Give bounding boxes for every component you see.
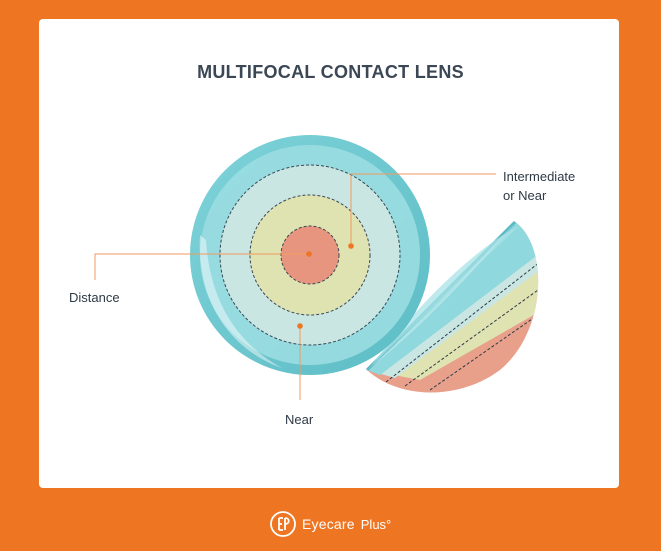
- label-distance: Distance: [69, 290, 120, 305]
- side-dash-2: [404, 284, 539, 387]
- leader-distance: [94, 253, 309, 280]
- brand-plus: Plus°: [360, 516, 392, 532]
- label-intermediate: Intermediate or Near: [503, 167, 575, 205]
- dot-intermediate: [348, 243, 354, 249]
- label-intermediate-line1: Intermediate: [503, 169, 576, 184]
- leader-intermediate: [350, 173, 496, 246]
- dot-distance: [306, 251, 312, 257]
- brand-name: Eyecare: [302, 516, 355, 532]
- dot-near: [297, 323, 303, 329]
- side-lens-face: [371, 226, 519, 366]
- side-dash-1: [385, 261, 539, 383]
- eyecare-logo-icon: [270, 511, 296, 537]
- footer-logo: Eyecare Plus°: [270, 510, 391, 538]
- side-rim-band: [367, 222, 539, 375]
- lens-highlight: [199, 235, 282, 368]
- side-dash-3: [429, 309, 539, 391]
- label-intermediate-line2: or Near: [503, 188, 547, 203]
- label-near: Near: [285, 412, 314, 427]
- leader-lines: [94, 173, 496, 400]
- diagram-title: MULTIFOCAL CONTACT LENS: [197, 62, 464, 82]
